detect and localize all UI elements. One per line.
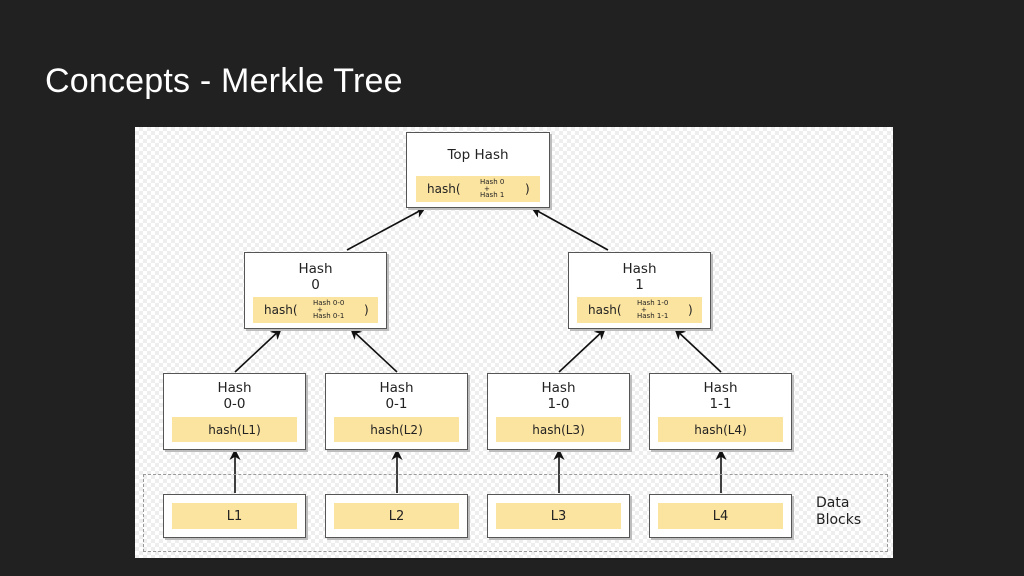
hash-0-0-node: Hash 0-0 hash(L1) [163,373,306,450]
top-hash-args: Hash 0 + Hash 1 [480,178,504,200]
hash-1-arg1: Hash 1-0 [637,299,669,307]
data-block-l1-label: L1 [172,503,297,529]
hash-0-0-value: hash(L1) [172,417,297,442]
data-block-l2: L2 [325,494,468,538]
data-block-l3: L3 [487,494,630,538]
hash-1-args: Hash 1-0 + Hash 1-1 [637,299,668,321]
merkle-tree-diagram: Top Hash hash( Hash 0 + Hash 1 ) Hash 0 … [135,127,893,558]
hash-0-title: Hash 0 [298,261,333,293]
top-hash-plus: + [484,185,490,193]
hash-0-1-node: Hash 0-1 hash(L2) [325,373,468,450]
data-block-l1: L1 [163,494,306,538]
slide-title: Concepts - Merkle Tree [45,62,403,100]
hash-1-0-title: Hash 1-0 [541,380,576,412]
hash-1-fn: hash( [588,303,622,317]
arrow-h01-to-hash0 [350,328,398,373]
top-hash-title: Top Hash [447,147,509,163]
hash-0-1-title: Hash 0-1 [379,380,414,412]
top-hash-formula: hash( Hash 0 + Hash 1 ) [416,176,540,202]
arrow-h11-to-hash1 [674,328,722,373]
hash-0-args: Hash 0-0 + Hash 0-1 [313,299,344,321]
arrow-h10-to-hash1 [558,328,606,373]
arrow-hash1-to-top [531,207,609,251]
data-block-l4-label: L4 [658,503,783,529]
hash-0-node: Hash 0 hash( Hash 0-0 + Hash 0-1 ) [244,252,387,329]
arrow-hash0-to-top [346,207,426,251]
top-hash-fn: hash( [427,182,461,196]
hash-0-1-value: hash(L2) [334,417,459,442]
hash-0-0-title: Hash 0-0 [217,380,252,412]
hash-0-formula: hash( Hash 0-0 + Hash 0-1 ) [253,297,378,323]
arrow-h00-to-hash0 [234,328,282,373]
hash-1-0-value: hash(L3) [496,417,621,442]
hash-0-arg2: Hash 0-1 [313,312,345,320]
top-hash-node: Top Hash hash( Hash 0 + Hash 1 ) [406,132,550,208]
data-blocks-frame [143,474,888,552]
hash-0-arg1: Hash 0-0 [313,299,345,307]
hash-0-close: ) [364,303,369,317]
hash-1-1-node: Hash 1-1 hash(L4) [649,373,792,450]
top-hash-arg1: Hash 0 [480,178,505,186]
hash-1-close: ) [688,303,693,317]
hash-1-arg2: Hash 1-1 [637,312,669,320]
data-block-l2-label: L2 [334,503,459,529]
data-block-l4: L4 [649,494,792,538]
top-hash-arg2: Hash 1 [480,191,505,199]
hash-0-plus: + [317,306,323,314]
data-blocks-label: Data Blocks [816,495,862,528]
hash-1-plus: + [641,306,647,314]
hash-1-1-title: Hash 1-1 [703,380,738,412]
hash-1-formula: hash( Hash 1-0 + Hash 1-1 ) [577,297,702,323]
hash-1-1-value: hash(L4) [658,417,783,442]
hash-1-0-node: Hash 1-0 hash(L3) [487,373,630,450]
arrow-layer [229,207,727,493]
data-block-l3-label: L3 [496,503,621,529]
hash-1-node: Hash 1 hash( Hash 1-0 + Hash 1-1 ) [568,252,711,329]
top-hash-close: ) [525,182,530,196]
hash-0-fn: hash( [264,303,298,317]
hash-1-title: Hash 1 [622,261,657,293]
